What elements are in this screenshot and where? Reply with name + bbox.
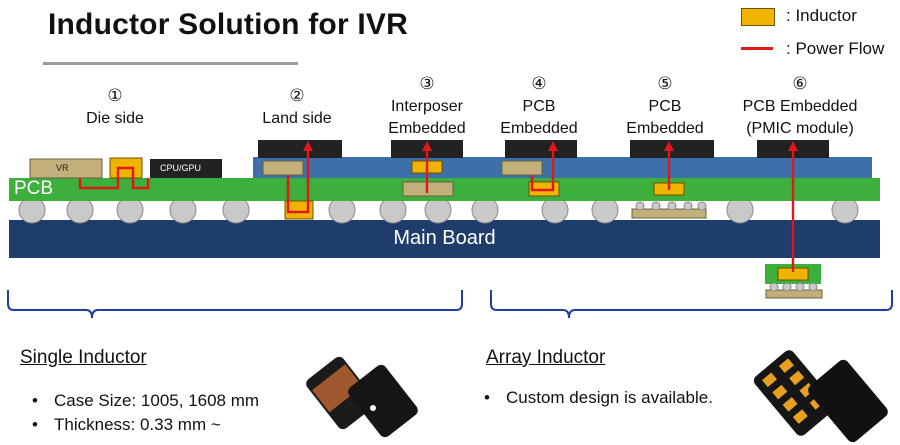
power-flow-arrows [303, 141, 798, 151]
custom-design-text: Custom design is available. [506, 388, 713, 407]
single-inductor-heading: Single Inductor [20, 347, 147, 368]
pmic-pad [765, 289, 823, 299]
main-board [9, 220, 880, 258]
land-side-pad [262, 160, 304, 176]
case-size-text: Case Size: 1005, 1608 mm [54, 391, 260, 410]
power-flow-legend-swatch [741, 47, 773, 50]
land-side-inductor [284, 200, 314, 220]
chip-2 [258, 140, 342, 158]
single-bullet-1: • Case Size: 1005, 1608 mm [32, 391, 259, 411]
array-inductor-image [753, 350, 888, 443]
main-board-label: Main Board [393, 227, 496, 249]
single-bullet-2: • Thickness: 0.33 mm ~ [32, 415, 221, 435]
option-6-number: ⑥ [792, 74, 808, 93]
option-5-label-line1: PCB [648, 98, 682, 115]
interposer [253, 157, 872, 178]
option-6-label-line1: PCB Embedded [742, 98, 858, 115]
option-4-label-line2: Embedded [500, 120, 578, 137]
option-6-label-line2: (PMIC module) [746, 120, 854, 137]
vr-chip [29, 158, 103, 179]
cpu-gpu-label: CPU/GPU [160, 163, 202, 173]
option-4-label-line1: PCB [522, 98, 556, 115]
power-flow-legend-label: : Power Flow [786, 39, 885, 58]
option-1-number: ① [107, 86, 123, 105]
vr-label: VR [56, 163, 69, 173]
pmic-micro-balls [769, 282, 818, 292]
single-inductor-image [306, 356, 418, 438]
option-3-number: ③ [419, 74, 435, 93]
array-inductor-brace [490, 290, 893, 319]
inductor-legend-label: : Inductor [786, 6, 857, 25]
thickness-text: Thickness: 0.33 mm ~ [54, 415, 221, 434]
page-title: Inductor Solution for IVR [48, 8, 408, 41]
option-3-label-line2: Embedded [388, 120, 466, 137]
bullet-dot: • [32, 415, 38, 434]
single-inductor-brace [7, 290, 463, 319]
pcb5-pad [631, 208, 707, 219]
chip-4 [505, 140, 577, 158]
option-3-label-line1: Interposer [390, 98, 464, 115]
pcb4-pad [501, 160, 543, 176]
power-flow-lines [78, 148, 795, 272]
cpu-gpu-chip [150, 159, 222, 178]
pcb5-micro-balls [635, 201, 707, 211]
option-5-label-line2: Embedded [626, 120, 704, 137]
option-5-number: ⑤ [657, 74, 673, 93]
option-1-label: Die side [86, 110, 144, 127]
bullet-dot: • [32, 391, 38, 410]
bullet-dot: • [484, 388, 490, 407]
title-underline [43, 62, 298, 65]
option-2-number: ② [289, 86, 305, 105]
option-4-number: ④ [531, 74, 547, 93]
inductor-legend-swatch [741, 8, 775, 26]
array-bullet-1: • Custom design is available. [484, 388, 713, 408]
pcb-label: PCB [14, 178, 54, 199]
option-2-label: Land side [262, 110, 332, 127]
array-inductor-heading: Array Inductor [486, 347, 606, 368]
